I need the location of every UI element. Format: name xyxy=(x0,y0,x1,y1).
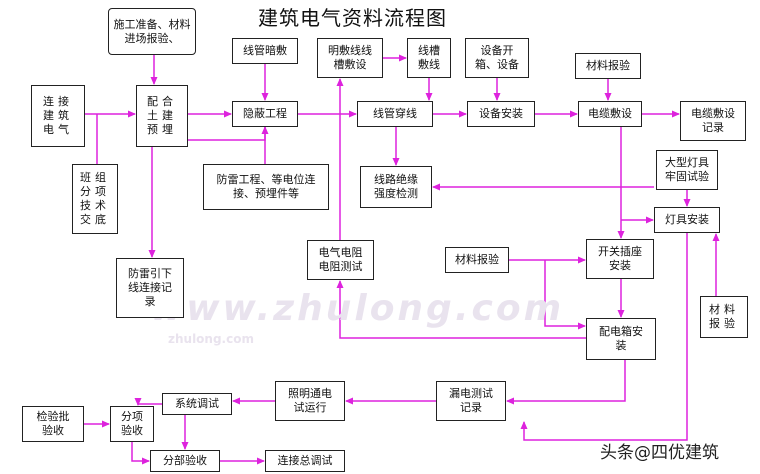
edge-subitem-to-subpart xyxy=(131,442,150,465)
general-debug-node: 连接总调试 xyxy=(265,450,345,472)
trunking-node: 线槽 敷线 xyxy=(407,38,451,78)
equip-box-node: 设备开 箱、设备 xyxy=(465,38,529,78)
equip-install-node: 设备安装 xyxy=(467,101,535,127)
source-credit: 头条@四优建筑 xyxy=(600,443,719,463)
edge-matmid-to-distbox xyxy=(544,260,586,330)
edge-concealed-down-left xyxy=(148,127,266,258)
big-lamp-test-node: 大型灯具 牢固试验 xyxy=(656,150,718,190)
construction-prep-node: 施工准备、材料进场报验、 xyxy=(108,8,196,55)
switch-socket-node: 开关插座 安装 xyxy=(586,239,654,279)
sub-item-accept-node: 分项 验收 xyxy=(110,406,154,442)
lamp-install-node: 灯具安装 xyxy=(654,207,720,233)
exposed-conduit-node: 明敷线线 槽敷设 xyxy=(317,38,383,78)
material-check-mid-node: 材料报验 xyxy=(445,247,509,273)
sub-part-accept-node: 分部验收 xyxy=(150,450,220,472)
conduit-concealed-node: 线管暗敷 xyxy=(232,38,298,64)
diagram-title: 建筑电气资料流程图 xyxy=(258,6,447,30)
team-tech-node: 班组 分项 技术 交底 xyxy=(72,164,118,234)
conduit-wiring-node: 线管穿线 xyxy=(357,101,433,127)
edge-distbox-to-leakage xyxy=(506,360,626,405)
distribution-box-node: 配电箱安 装 xyxy=(586,318,656,360)
connect-building-node: 连接 建筑 电气 xyxy=(31,85,85,147)
edge-lamp-down-loop xyxy=(520,233,688,441)
cooperate-civil-node: 配合 土建 预埋 xyxy=(136,85,188,147)
lightning-down-node: 防雷引下 线连接记 录 xyxy=(116,258,184,318)
concealed-work-node: 隐蔽工程 xyxy=(232,101,298,127)
lighting-trial-node: 照明通电 试运行 xyxy=(275,381,345,421)
edge-sysdebug-to-subitem xyxy=(134,398,162,406)
material-check-top-node: 材料报验 xyxy=(575,53,641,79)
leakage-test-node: 漏电测试 记录 xyxy=(436,381,506,421)
edge-distbox-to-resistance xyxy=(336,280,586,339)
resistance-test-node: 电气电阻 电阻测试 xyxy=(307,240,374,280)
inspection-batch-node: 检验批 验收 xyxy=(22,406,84,442)
cable-record-node: 电缆敷设 记录 xyxy=(680,101,746,141)
lightning-work-node: 防雷工程、等电位连 接、预埋件等 xyxy=(203,164,329,210)
system-debug-node: 系统调试 xyxy=(162,393,232,415)
cable-laying-node: 电缆敷设 xyxy=(578,101,642,127)
insulation-test-node: 线路绝缘 强度检测 xyxy=(360,166,432,208)
watermark-sub: zhulong.com xyxy=(168,332,254,346)
watermark-main: www.zhulong.com xyxy=(150,288,565,329)
material-check-right-node: 材料 报验 xyxy=(700,296,748,338)
